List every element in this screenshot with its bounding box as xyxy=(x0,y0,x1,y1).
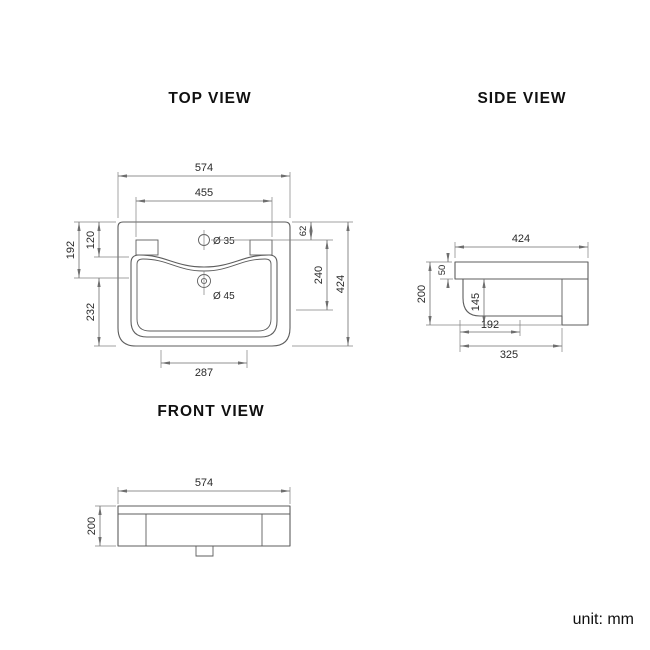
dim-label: 424 xyxy=(335,275,347,293)
dim-label: 232 xyxy=(85,303,97,321)
side-view: SIDE VIEW 424 200 50 145 xyxy=(416,90,589,361)
dim-label: 424 xyxy=(512,233,530,245)
basin-outline xyxy=(117,221,291,347)
drain-hole-label: Ø 45 xyxy=(213,291,235,302)
dim-label: 62 xyxy=(298,226,309,237)
dim-top-total-depth: 424 xyxy=(292,222,353,347)
top-view: TOP VIEW Ø 35 Ø 45 574 455 xyxy=(65,90,353,379)
dim-front-width: 574 xyxy=(117,477,291,504)
front-view: FRONT VIEW 574 200 xyxy=(86,403,291,557)
dim-side-bottom-depth: 325 xyxy=(460,328,563,361)
dim-label: 192 xyxy=(481,319,499,331)
dim-label: 287 xyxy=(195,367,213,379)
bowl-outer-edge xyxy=(130,254,278,338)
dim-label: 200 xyxy=(416,285,428,303)
basin-front-outline xyxy=(117,505,291,547)
dim-top-bowl-depth: 240 xyxy=(296,240,333,311)
dim-top-faucet-offset: 62 xyxy=(211,221,353,241)
dim-side-depth: 424 xyxy=(454,233,589,258)
dim-side-rim-thickness: 50 xyxy=(437,253,453,288)
dim-label: 325 xyxy=(500,349,518,361)
dim-side-inner-height: 145 xyxy=(470,279,486,325)
side-view-title: SIDE VIEW xyxy=(477,90,566,107)
left-ledge xyxy=(135,239,159,256)
dim-label: 200 xyxy=(86,517,98,535)
unit-label: unit: mm xyxy=(573,611,634,628)
dim-label: 574 xyxy=(195,477,213,489)
dim-top-left-lower: 232 xyxy=(85,278,116,347)
dim-label: 192 xyxy=(65,241,77,259)
dim-top-inner-width: 455 xyxy=(135,187,273,237)
dim-label: 120 xyxy=(85,231,97,249)
faucet-hole-label: Ø 35 xyxy=(213,236,235,247)
front-view-title: FRONT VIEW xyxy=(157,403,264,420)
top-view-title: TOP VIEW xyxy=(168,90,251,107)
side-view-drawing xyxy=(426,261,589,326)
dim-side-height: 200 xyxy=(416,261,452,325)
dim-label: 50 xyxy=(437,265,448,276)
drain-stub xyxy=(195,546,214,557)
dim-top-bottom-width: 287 xyxy=(160,350,248,379)
dim-side-bottom-inner: 192 xyxy=(459,319,521,352)
bowl-inner-edge xyxy=(136,258,272,332)
dim-label: 240 xyxy=(313,266,325,284)
dim-label: 455 xyxy=(195,187,213,199)
dim-label: 574 xyxy=(195,162,213,174)
dim-top-left-depth: 192 xyxy=(65,221,129,279)
top-view-drawing: Ø 35 Ø 45 xyxy=(117,221,291,347)
dim-top-outer-width: 574 xyxy=(117,162,291,218)
dim-front-height: 200 xyxy=(86,505,116,547)
front-view-drawing xyxy=(117,505,291,557)
dim-top-left-upper: 120 xyxy=(85,222,129,258)
right-ledge xyxy=(249,239,273,256)
dim-label: 145 xyxy=(470,293,482,311)
